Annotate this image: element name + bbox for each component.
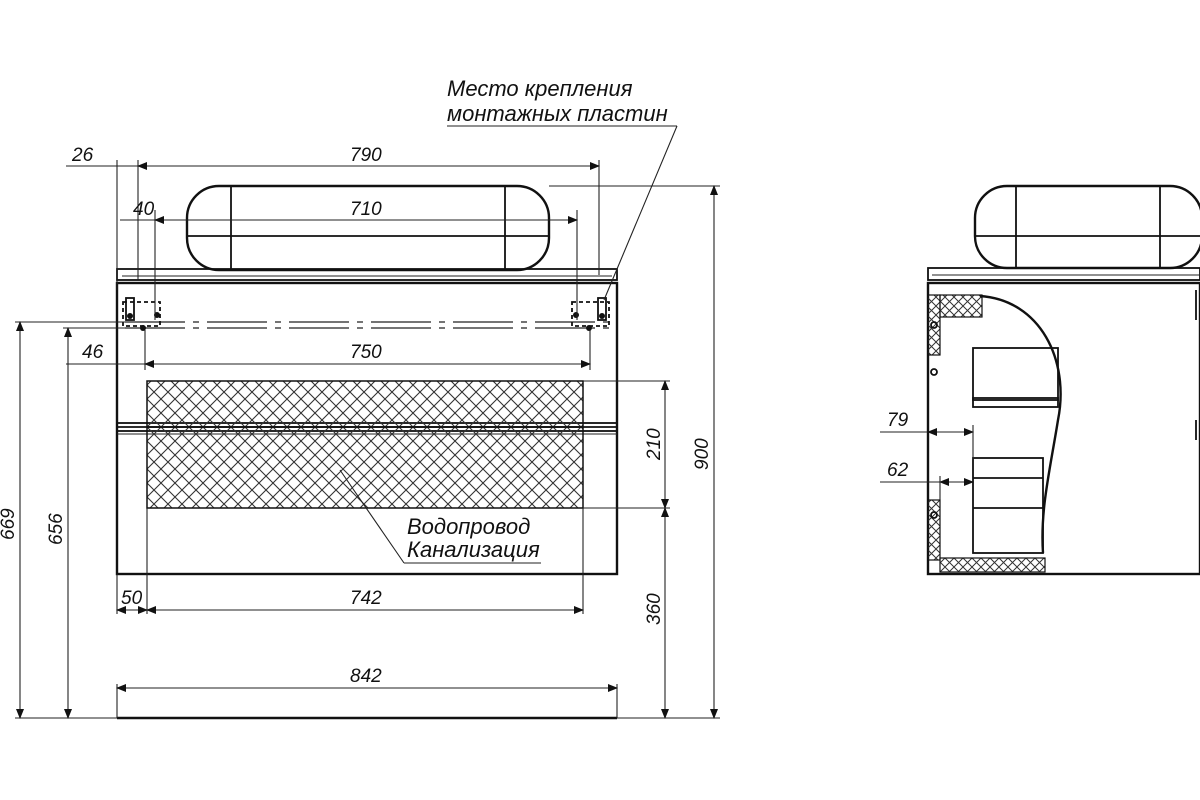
dim-210: 210 <box>644 428 665 461</box>
plumbing-zone <box>146 380 584 509</box>
dim-79: 79 <box>887 410 909 431</box>
dim-46: 46 <box>82 342 104 363</box>
front-view <box>115 184 619 720</box>
mounting-plates-label-line1: Место крепления <box>447 76 633 101</box>
dim-62: 62 <box>887 460 909 481</box>
mounting-plates-label-line2: монтажных пластин <box>447 101 668 126</box>
basin-side <box>973 184 1200 270</box>
plumbing-callout: Водопровод Канализация <box>339 469 541 564</box>
dim-842: 842 <box>350 666 382 687</box>
dim-669: 669 <box>0 508 19 540</box>
dim-750: 750 <box>350 342 382 363</box>
front-dimensions: 26 790 40 710 46 750 50 742 842 210 <box>0 145 720 719</box>
dim-656: 656 <box>46 513 67 545</box>
dim-900: 900 <box>692 438 713 470</box>
cabinet-side <box>926 281 1200 576</box>
drawer-upper-side <box>972 347 1059 401</box>
dim-710: 710 <box>350 199 382 220</box>
dim-50: 50 <box>121 588 143 609</box>
mounting-plates-callout: Место крепления монтажных пластин <box>447 76 678 301</box>
basin-front <box>185 184 551 272</box>
plumbing-label-line2: Канализация <box>407 537 540 562</box>
dim-360: 360 <box>644 593 665 625</box>
dim-790: 790 <box>350 145 382 166</box>
drawer-lower-side <box>972 457 1044 554</box>
side-view <box>926 184 1200 576</box>
dim-26: 26 <box>71 145 94 166</box>
plumbing-label-line1: Водопровод <box>407 514 530 539</box>
dim-40: 40 <box>133 199 155 220</box>
dim-742: 742 <box>350 588 382 609</box>
side-dimensions: 79 62 <box>880 410 974 500</box>
